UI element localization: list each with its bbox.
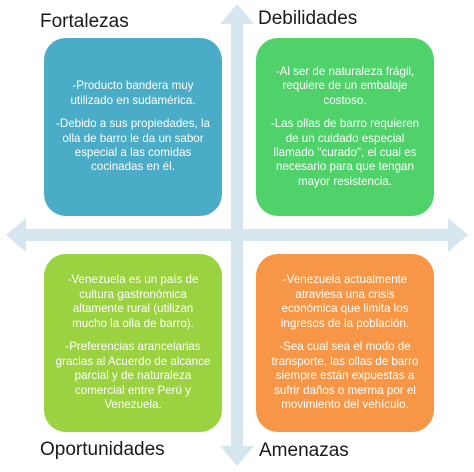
oportunidades-item: -Preferencias arancelarias gracias al Ac…	[55, 340, 211, 412]
title-oportunidades: Oportunidades	[40, 439, 165, 460]
amenazas-item: -Venezuela actualmente atraviesa una cri…	[280, 273, 410, 330]
fortalezas-item: -Debido a sus propiedades, la olla de ba…	[55, 117, 211, 174]
title-amenazas: Amenazas	[259, 440, 349, 461]
debilidades-item: -Al ser de naturaleza frágil, requiere d…	[275, 64, 415, 107]
box-oportunidades: -Venezuela es un país de cultura gastron…	[44, 254, 222, 432]
title-debilidades: Debilidades	[258, 8, 358, 29]
box-fortalezas: -Producto bandera muy utilizado en sudam…	[44, 38, 222, 216]
box-amenazas: -Venezuela actualmente atraviesa una cri…	[256, 254, 434, 432]
amenazas-item: -Sea cual sea el modo de transporte, las…	[271, 340, 419, 412]
debilidades-item: -Las ollas de barro requieren de un cuid…	[270, 117, 420, 188]
fortalezas-item: -Producto bandera muy utilizado en sudam…	[70, 79, 196, 107]
box-debilidades: -Al ser de naturaleza frágil, requiere d…	[256, 38, 434, 216]
oportunidades-item: -Venezuela es un país de cultura gastron…	[67, 273, 199, 330]
title-fortalezas: Fortalezas	[40, 11, 129, 32]
horizontal-arrow	[6, 218, 468, 252]
